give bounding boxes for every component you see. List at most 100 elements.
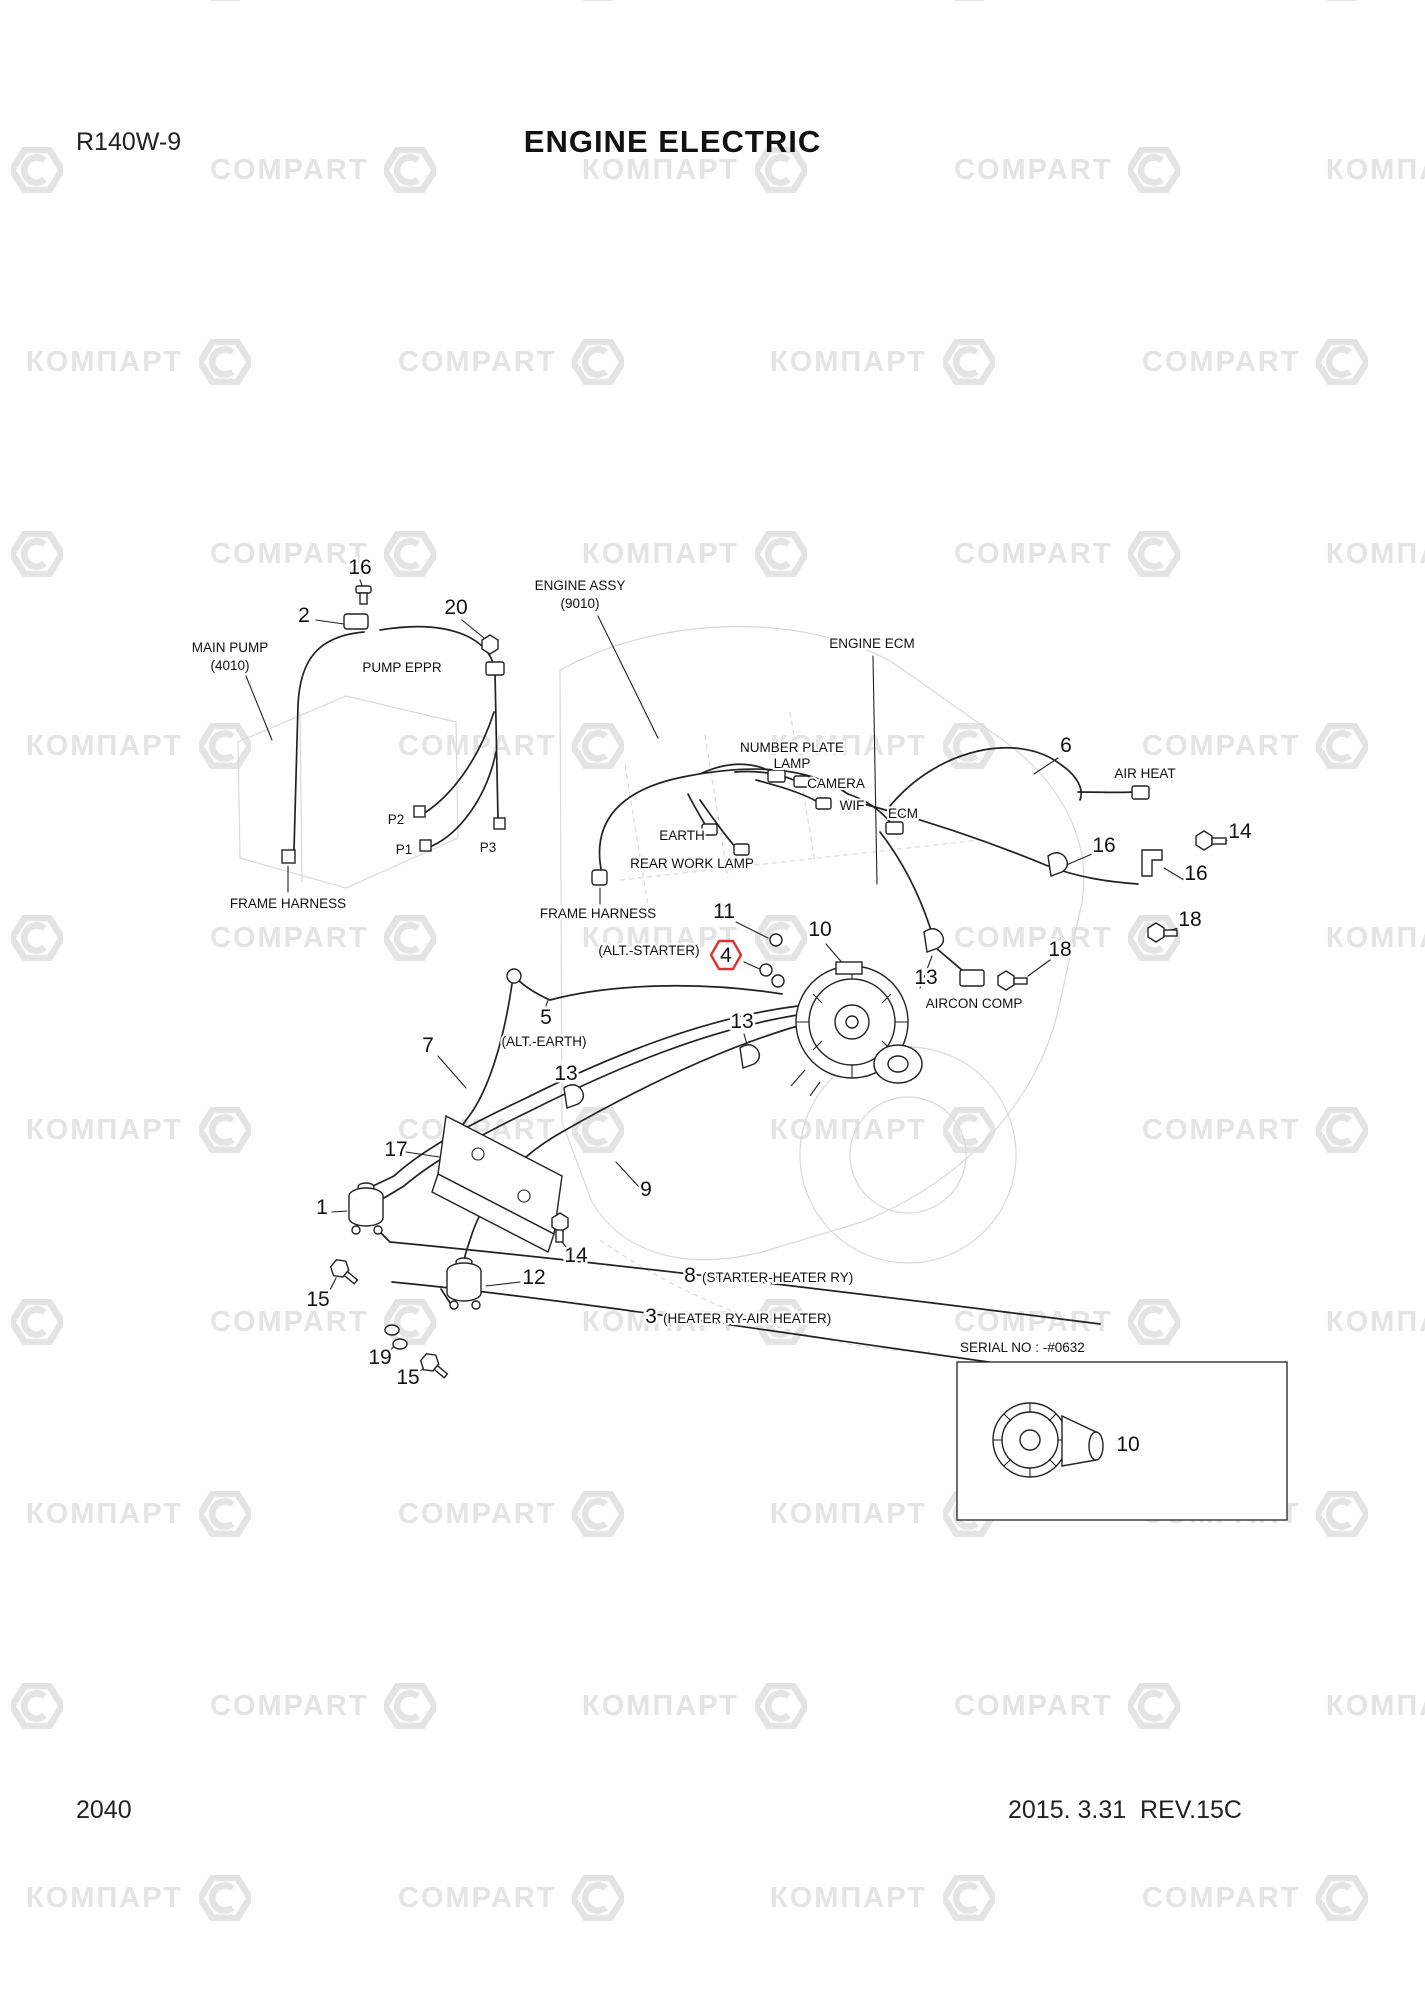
part-callout: 10: [808, 918, 831, 941]
watermark-text: COMPART: [398, 1497, 557, 1530]
bolt-14-right: [1195, 830, 1227, 851]
elbow-16: [1141, 849, 1163, 877]
part-callout: 10: [1116, 1433, 1139, 1456]
diagram-label: P2: [388, 812, 405, 827]
diagram-label: P3: [480, 840, 497, 855]
watermark-text: КОМПАРТ: [770, 1881, 927, 1914]
watermark-text: КОМПАРТ: [582, 153, 739, 186]
diagram-label: (ALT.-STARTER): [598, 943, 699, 958]
relay-12: [446, 1257, 482, 1310]
diagram-label: MAIN PUMP: [192, 640, 269, 655]
watermark-tile: COMPART: [1142, 339, 1369, 385]
watermark-text: COMPART: [954, 921, 1113, 954]
watermark-text: КОМПАРТ: [26, 1113, 183, 1146]
connector-p2: [413, 805, 426, 818]
watermark-text: КОМПАРТ: [1326, 1305, 1425, 1338]
aircon-comp-connector: [959, 969, 985, 987]
watermark-tile: COMPART: [954, 147, 1181, 193]
watermark-tile: КОМПАРТ: [0, 531, 63, 577]
watermark-text: КОМПАРТ: [26, 1497, 183, 1530]
watermark-tile: КОМПАРТ: [0, 147, 63, 193]
watermark-tile: КОМПАРТ: [582, 531, 807, 577]
watermark-text: КОМПАРТ: [26, 729, 183, 762]
connector-p3: [493, 817, 506, 830]
clamp-2: [343, 613, 369, 630]
watermark-tile: COMPART: [954, 1683, 1181, 1729]
watermark-tile: КОМПАРТ: [26, 339, 251, 385]
bolt-18-a: [1147, 922, 1178, 943]
diagram-label: (ALT.-EARTH): [501, 1034, 586, 1049]
part-callout: 14: [1228, 820, 1252, 843]
bolt-icon: [355, 585, 372, 605]
watermark-tile: КОМПАРТ: [1326, 147, 1425, 193]
part-callout: 14: [564, 1244, 588, 1267]
clamp-13-lower: [563, 1084, 585, 1109]
part-callout: 16: [1092, 834, 1115, 857]
watermark-tile: COMPART: [954, 531, 1181, 577]
part-callout: 5: [540, 1006, 552, 1029]
watermark-tile: КОМПАРТ: [26, 1875, 251, 1921]
ecm-connector: [885, 821, 904, 835]
part-callout: 13: [730, 1010, 753, 1033]
watermark-text: КОМПАРТ: [26, 345, 183, 378]
ring-terminal-11: [769, 933, 783, 947]
rear-work-lamp-connector: [733, 843, 750, 856]
part-callout: 17: [384, 1138, 407, 1161]
diagram-label: (4010): [210, 658, 249, 673]
ring-terminal-4b: [771, 974, 785, 988]
watermark-tile: КОМПАРТ: [1326, 1683, 1425, 1729]
watermark-text: COMPART: [210, 537, 369, 570]
watermark-text: КОМПАРТ: [770, 345, 927, 378]
watermark-text: КОМПАРТ: [1326, 153, 1425, 186]
part-callout: 1: [316, 1196, 328, 1219]
watermark-tile: КОМПАРТ: [26, 723, 251, 769]
earth-connector: [701, 823, 718, 836]
part-callout: 6: [1060, 734, 1072, 757]
diagram-label: FRAME HARNESS: [230, 896, 346, 911]
watermark-tile: КОМПАРТ: [0, 915, 63, 961]
watermark-tile: COMPART: [210, 1299, 437, 1345]
watermark-text: COMPART: [1142, 729, 1301, 762]
watermark-text: COMPART: [210, 921, 369, 954]
watermark-tile: КОМПАРТ: [582, 1683, 807, 1729]
watermark-text: COMPART: [210, 1689, 369, 1722]
watermark-tile: COMPART: [398, 1107, 625, 1153]
watermark-tile: COMPART: [398, 723, 625, 769]
part-callout: 2: [298, 604, 310, 627]
pump-eppr-connector: [485, 661, 505, 676]
diagram-label: LAMP: [774, 756, 811, 771]
part-callout: 13: [914, 966, 937, 989]
part-callout: 12: [522, 1266, 545, 1289]
watermark-tile: КОМПАРТ: [26, 1107, 251, 1153]
number-plate-lamp-connector: [767, 769, 786, 783]
watermark-tile: КОМПАРТ: [1326, 531, 1425, 577]
clamp-13-mid: [739, 1044, 761, 1069]
engine-ghost-outline: [237, 625, 1085, 1353]
part-callout: 18: [1178, 908, 1201, 931]
watermark-text: COMPART: [210, 153, 369, 186]
part-callout: 4: [720, 944, 732, 967]
watermark-text: COMPART: [954, 1689, 1113, 1722]
watermark-tile: COMPART: [210, 531, 437, 577]
model-code: R140W-9: [76, 128, 182, 156]
part-callout: 18: [1048, 938, 1071, 961]
camera-connector: [793, 775, 810, 788]
air-heat-connector: [1131, 785, 1150, 800]
watermark-tile: COMPART: [1142, 1875, 1369, 1921]
diagram-label: P1: [396, 842, 413, 857]
watermark-tile: КОМПАРТ: [1326, 915, 1425, 961]
diagram-label: AIRCON COMP: [926, 996, 1023, 1011]
watermark-tile: КОМПАРТ: [770, 1107, 995, 1153]
page-number: 2040: [76, 1796, 132, 1824]
diagram-label: SERIAL NO : -#0632: [960, 1340, 1085, 1355]
part-callout: 3: [645, 1305, 657, 1328]
alternator: [790, 961, 923, 1097]
nut-20: [481, 634, 499, 655]
watermark-text: КОМПАРТ: [770, 729, 927, 762]
connector-p1: [419, 839, 432, 852]
watermark-tile: COMPART: [1142, 723, 1369, 769]
watermark-tile: КОМПАРТ: [0, 1683, 63, 1729]
